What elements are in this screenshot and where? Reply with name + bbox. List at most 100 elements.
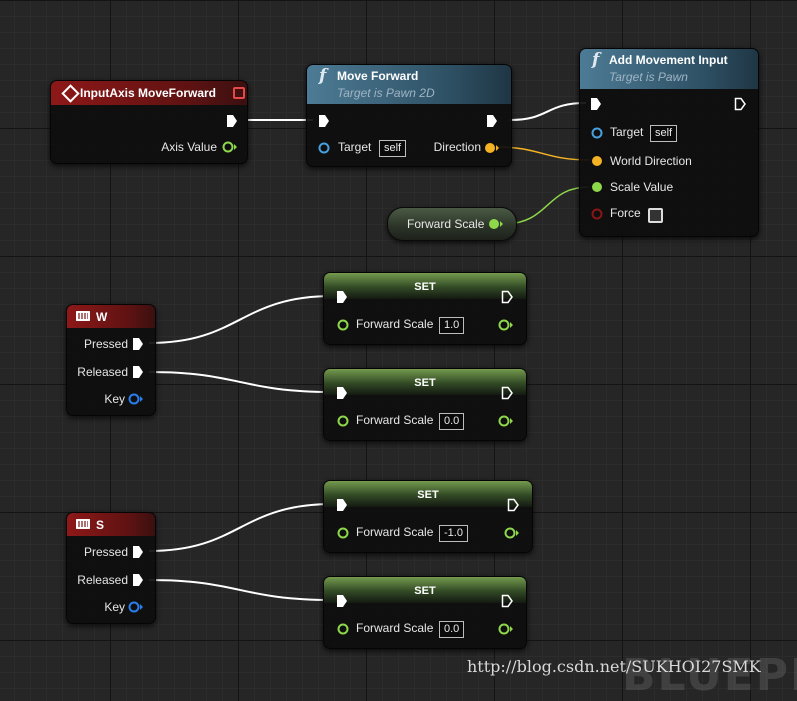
add-movement-input-node[interactable]: f Add Movement Input Target is Pawn Targ… bbox=[579, 48, 759, 237]
value-field[interactable]: 0.0 bbox=[439, 413, 465, 430]
var-label: Forward Scale bbox=[356, 317, 434, 331]
node-header bbox=[67, 305, 155, 328]
node-subtitle: Target is Pawn 2D bbox=[337, 86, 435, 100]
force-in-pin[interactable] bbox=[590, 208, 606, 220]
set-title: SET bbox=[417, 489, 439, 501]
scale-value-label: Scale Value bbox=[610, 180, 674, 194]
node-title: Move Forward bbox=[337, 69, 419, 83]
exec-out-pin[interactable] bbox=[501, 290, 513, 304]
target-default-field[interactable]: self bbox=[650, 125, 678, 142]
target-label: Target bbox=[610, 125, 644, 139]
exec-out-pin[interactable] bbox=[501, 386, 513, 400]
node-title: InputAxis MoveForward bbox=[80, 86, 217, 100]
target-label: Target bbox=[338, 140, 372, 154]
node-header bbox=[307, 65, 511, 104]
set-node[interactable]: SET Forward Scale -1.0 bbox=[323, 480, 533, 553]
float-out-pin[interactable] bbox=[504, 527, 520, 539]
set-title: SET bbox=[414, 281, 436, 293]
pressed-label: Pressed bbox=[83, 337, 128, 351]
float-in-pin[interactable] bbox=[336, 319, 352, 331]
stop-icon bbox=[233, 87, 245, 99]
key-out-pin[interactable] bbox=[128, 601, 144, 613]
node-title: W bbox=[96, 310, 108, 324]
value-field[interactable]: -1.0 bbox=[439, 525, 468, 542]
direction-label: Direction bbox=[433, 140, 481, 154]
value-field[interactable]: 1.0 bbox=[439, 317, 465, 334]
var-label: Forward Scale bbox=[356, 621, 434, 635]
key-label: Key bbox=[104, 600, 125, 614]
exec-out-pin[interactable] bbox=[226, 114, 238, 128]
set-title: SET bbox=[414, 377, 436, 389]
node-title: S bbox=[96, 518, 105, 532]
float-in-pin[interactable] bbox=[336, 415, 352, 427]
world-direction-label: World Direction bbox=[610, 154, 692, 168]
target-in-pin[interactable] bbox=[590, 127, 606, 139]
node-header bbox=[324, 481, 532, 507]
pressed-label: Pressed bbox=[83, 545, 128, 559]
released-label: Released bbox=[77, 573, 128, 587]
getter-label: Forward Scale bbox=[407, 217, 485, 231]
keyboard-icon bbox=[76, 311, 90, 321]
key-w-node[interactable]: W Pressed Released Key bbox=[66, 304, 156, 416]
node-header bbox=[51, 81, 247, 105]
forward-scale-getter-node[interactable]: Forward Scale bbox=[387, 207, 517, 241]
move-forward-node[interactable]: f Move Forward Target is Pawn 2D Target … bbox=[306, 64, 512, 167]
float-out-pin[interactable] bbox=[488, 218, 504, 230]
exec-wire-moveforward-to-addmovement bbox=[509, 102, 587, 121]
set-node[interactable]: SET Forward Scale 0.0 bbox=[323, 576, 527, 649]
float-in-pin[interactable] bbox=[336, 527, 352, 539]
float-in-pin[interactable] bbox=[336, 623, 352, 635]
var-label: Forward Scale bbox=[356, 413, 434, 427]
var-label: Forward Scale bbox=[356, 525, 434, 539]
exec-in-pin[interactable] bbox=[336, 498, 348, 512]
exec-in-pin[interactable] bbox=[318, 114, 330, 128]
node-subtitle: Target is Pawn bbox=[609, 70, 688, 84]
force-label: Force bbox=[610, 206, 641, 220]
exec-wire-w-released bbox=[148, 371, 334, 393]
exec-out-pin[interactable] bbox=[501, 594, 513, 608]
target-in-pin[interactable] bbox=[317, 142, 333, 154]
set-title: SET bbox=[414, 585, 436, 597]
exec-wire-w-pressed bbox=[148, 295, 334, 344]
direction-out-pin[interactable] bbox=[484, 142, 500, 154]
node-header bbox=[67, 513, 155, 536]
exec-out-pin[interactable] bbox=[486, 114, 498, 128]
node-header bbox=[324, 369, 526, 395]
url-watermark: http://blog.csdn.net/SUKHOI27SMK bbox=[467, 657, 761, 676]
node-header bbox=[580, 49, 758, 89]
input-axis-moveforward-node[interactable]: InputAxis MoveForward Axis Value bbox=[50, 80, 248, 164]
exec-in-pin[interactable] bbox=[590, 97, 602, 111]
exec-in-pin[interactable] bbox=[336, 594, 348, 608]
pressed-exec-pin[interactable] bbox=[132, 337, 144, 351]
set-node[interactable]: SET Forward Scale 1.0 bbox=[323, 272, 527, 345]
key-out-pin[interactable] bbox=[128, 393, 144, 405]
released-exec-pin[interactable] bbox=[132, 573, 144, 587]
exec-in-pin[interactable] bbox=[336, 290, 348, 304]
node-title: Add Movement Input bbox=[609, 53, 728, 67]
exec-wire-s-released bbox=[148, 579, 334, 601]
exec-out-pin[interactable] bbox=[734, 97, 746, 111]
float-out-pin[interactable] bbox=[498, 415, 514, 427]
keyboard-icon bbox=[76, 519, 90, 529]
released-label: Released bbox=[77, 365, 128, 379]
axis-value-label: Axis Value bbox=[161, 140, 217, 154]
float-out-pin[interactable] bbox=[222, 141, 238, 153]
exec-wire-s-pressed bbox=[148, 503, 334, 552]
released-exec-pin[interactable] bbox=[132, 365, 144, 379]
key-s-node[interactable]: S Pressed Released Key bbox=[66, 512, 156, 624]
value-field[interactable]: 0.0 bbox=[439, 621, 465, 638]
pressed-exec-pin[interactable] bbox=[132, 545, 144, 559]
float-out-pin[interactable] bbox=[498, 319, 514, 331]
set-node[interactable]: SET Forward Scale 0.0 bbox=[323, 368, 527, 441]
node-header bbox=[324, 577, 526, 603]
exec-out-pin[interactable] bbox=[507, 498, 519, 512]
world-direction-in-pin[interactable] bbox=[590, 155, 606, 167]
target-default-field[interactable]: self bbox=[379, 140, 407, 157]
float-out-pin[interactable] bbox=[498, 623, 514, 635]
function-icon: f bbox=[319, 66, 327, 86]
function-icon: f bbox=[592, 50, 600, 70]
force-checkbox[interactable] bbox=[648, 208, 663, 223]
exec-in-pin[interactable] bbox=[336, 386, 348, 400]
scale-value-in-pin[interactable] bbox=[590, 181, 606, 193]
node-header bbox=[324, 273, 526, 299]
